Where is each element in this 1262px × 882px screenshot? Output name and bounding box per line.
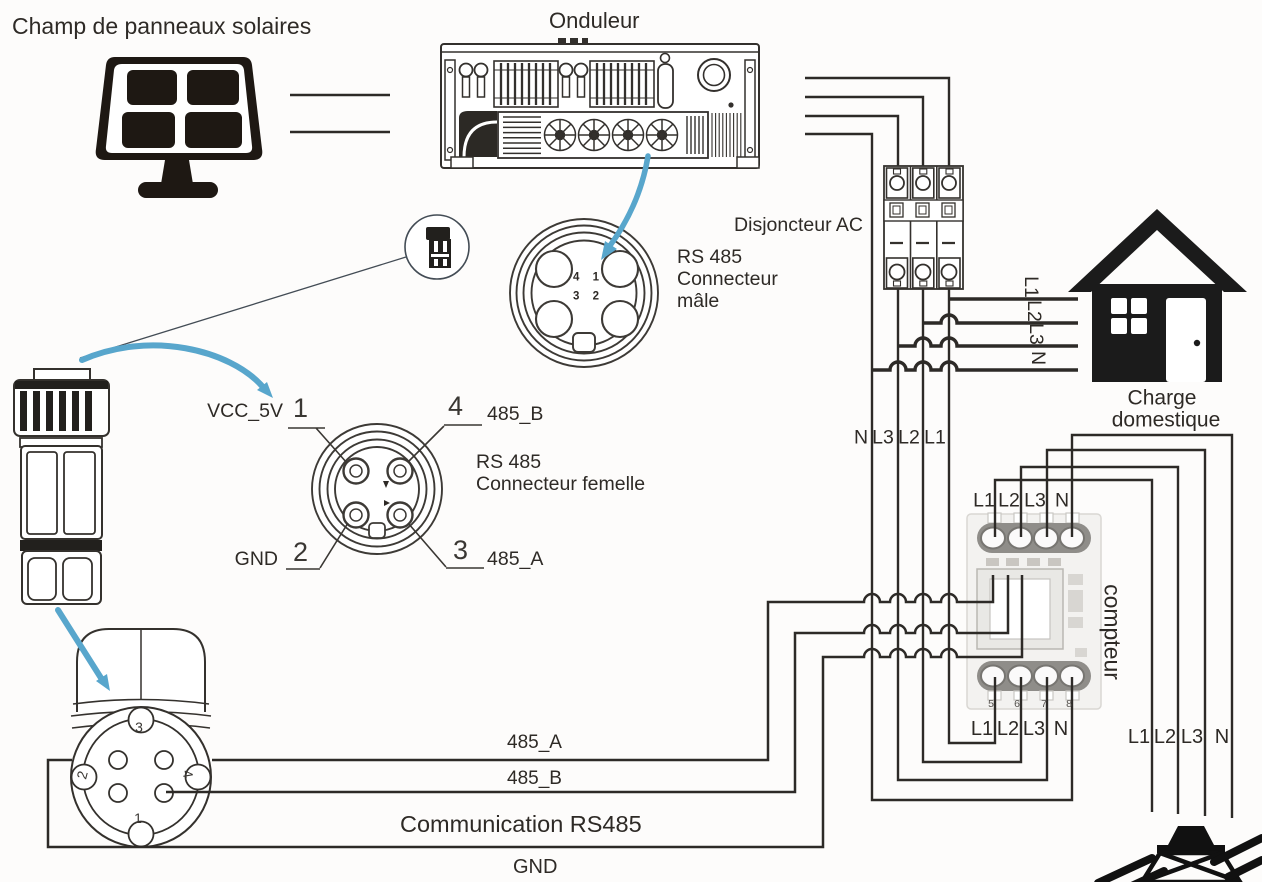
female-connector-label-2: Connecteur femelle [476,473,646,495]
wire-grid-l3 [1045,448,1207,816]
cable-connector-drawing [13,368,110,605]
female-pin2-number: 2 [293,537,309,567]
male-pin-row-top: 4 1 [573,271,603,284]
grid-phase-n: N [1214,726,1230,748]
meter-top-n: N [1054,489,1070,512]
meter-top-l2: L2 [998,489,1020,512]
female-pin3-number: 3 [453,535,469,565]
solar-panel-icon [95,57,263,198]
female-pin1-name: VCC_5V [207,400,283,422]
round-pin-3: 3 [135,719,143,735]
meter-name: compteur [1099,584,1126,680]
breaker-label: Disjoncteur AC [734,214,863,236]
comm-bus-label: Communication RS485 [400,811,642,837]
meter-top-l1: L1 [973,489,995,512]
wire-485b [166,575,1010,794]
wire-l3-top [805,114,900,168]
wire-gnd-label: GND [513,856,558,878]
inverter-drawing [440,38,760,169]
meter-terminal-6: 6 [1014,697,1020,710]
grid-phase-l3: L3 [1180,726,1204,748]
phase-label-l2: L2 [898,426,920,449]
wire-l1-top [805,76,951,168]
house-phase-n: N [1026,350,1049,366]
arrow-inverter-to-male [606,153,651,250]
comm-wires [46,575,1024,849]
inverter-title: Onduleur [549,8,640,33]
female-connector-label-1: RS 485 [476,451,542,473]
grid-phase-l1: L1 [1127,726,1151,748]
breaker-drawing [883,165,964,290]
wire-l3-down [896,289,1049,782]
wire-485a-label: 485_A [507,732,562,753]
male-connector-label-3: mâle [677,290,720,312]
phase-label-l3: L3 [872,426,894,449]
wire-l2-down [921,289,1023,764]
wire-grid-l2 [1019,465,1180,814]
male-pin-row-bottom: 3 2 [573,290,603,303]
house-phase-l1: L1 [1019,276,1042,298]
wire-gnd [46,575,1024,849]
meter-bottom-l3: L3 [1022,718,1046,740]
round-pin-1: 1 [134,810,142,826]
house-phase-l3: L3 [1024,323,1047,345]
pin-leader-lines [286,424,484,570]
female-pin4-name: 485_B [487,403,544,425]
fan-rosettes [543,118,679,152]
house-branch-wires [872,297,1078,372]
house-load-label-1: Charge [1127,386,1197,410]
meter-bottom-l1: L1 [970,718,994,740]
house-load-label-2: domestique [1111,408,1221,432]
arrow-cable-to-female [79,342,265,389]
meter-drawing [966,512,1102,710]
male-connector-label-2: Connecteur [677,268,778,290]
blue-arrows [55,153,651,691]
female-pin1-number: 1 [293,393,309,423]
wire-grid-l1 [993,478,1154,812]
house-phase-l2: L2 [1022,300,1045,322]
meter-bottom-l2: L2 [996,718,1020,740]
wire-485b-label: 485_B [507,768,562,789]
wire-grid-n [1070,433,1234,818]
callout-circle [79,214,470,359]
wire-l2-top [805,95,925,168]
female-pin4-number: 4 [448,391,464,421]
male-connector-drawing [509,218,659,368]
ac-wires [290,76,1234,818]
meter-top-l3: L3 [1024,489,1046,512]
mini-connector-icon [426,227,451,268]
female-pin2-name: GND [234,548,278,570]
grid-phase-l2: L2 [1153,726,1177,748]
phase-label-l1: L1 [924,426,946,449]
wire-485a [212,575,995,762]
meter-bottom-n: N [1053,718,1069,740]
wire-l1-down [947,289,997,745]
grid-tower-icon [1094,826,1262,882]
phase-label-n: N [853,426,869,449]
arrow-cable-to-round [55,607,104,681]
female-connector-drawing [286,423,484,570]
round-connector-drawing [70,628,212,848]
meter-terminal-7: 7 [1041,697,1047,710]
meter-terminal-8: 8 [1066,697,1072,710]
house-icon [1068,209,1247,382]
solar-field-title: Champ de panneaux solaires [12,13,312,39]
male-connector-label-1: RS 485 [677,246,743,268]
wire-n [805,132,1074,802]
female-pin3-name: 485_A [487,548,544,570]
meter-terminal-5: 5 [988,697,994,710]
